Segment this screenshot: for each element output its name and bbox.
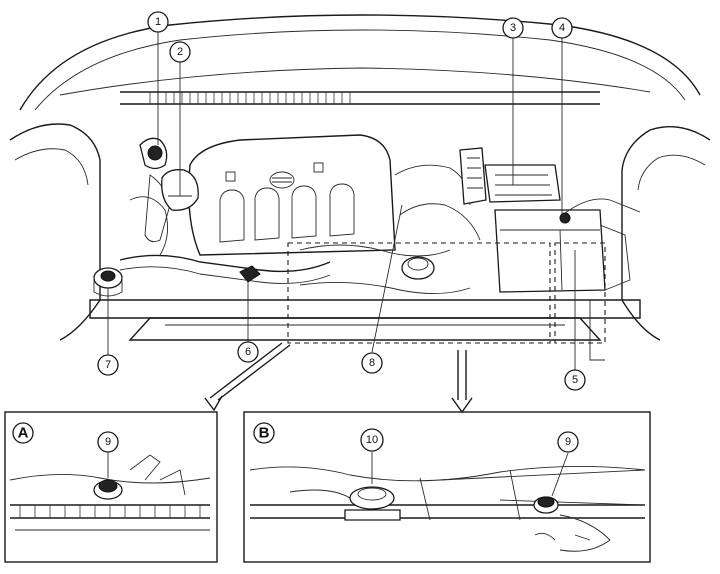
- battery: [494, 198, 641, 293]
- inset-a: A 9: [4, 411, 218, 563]
- callout-6: 6: [237, 341, 259, 363]
- callout-4-label: 4: [559, 22, 565, 34]
- air-cleaner-box: [459, 147, 561, 205]
- inset-b-letter: B: [259, 425, 270, 442]
- washer-reservoir-cap: [93, 267, 123, 297]
- callout-2-label: 2: [177, 46, 183, 58]
- callout-9a-label: 9: [105, 436, 111, 448]
- detail-region-b: [554, 242, 606, 344]
- callout-2: 2: [169, 41, 191, 63]
- arrow-to-inset-b: [451, 350, 473, 414]
- inset-a-letter: A: [18, 425, 29, 442]
- radiator-cap-main: [401, 256, 435, 280]
- callout-3: 3: [502, 17, 524, 39]
- detail-region-a: [287, 242, 551, 344]
- intake-pipes: [119, 164, 481, 295]
- callout-5: 5: [564, 369, 586, 391]
- callout-7: 7: [97, 354, 119, 376]
- callout-1: 1: [147, 11, 169, 33]
- callout-6-label: 6: [245, 346, 251, 358]
- engine-cover: [188, 134, 396, 256]
- callout-1-label: 1: [155, 16, 161, 28]
- oil-filler-cap: [239, 265, 261, 283]
- arrow-to-inset-a: [204, 342, 291, 412]
- callout-9b-label: 9: [565, 436, 571, 448]
- callout-7-label: 7: [105, 359, 111, 371]
- engine-bay-outline: [9, 14, 711, 341]
- brake-reservoir: [139, 137, 171, 243]
- right-bracket: [589, 224, 631, 361]
- leader-lines: [107, 32, 576, 370]
- callout-10-label: 10: [366, 434, 378, 446]
- callout-8-label: 8: [369, 357, 375, 369]
- callout-4: 4: [551, 17, 573, 39]
- callout-5-label: 5: [572, 374, 578, 386]
- inset-b: B 10 9: [243, 411, 651, 563]
- callout-8: 8: [361, 352, 383, 374]
- callout-3-label: 3: [510, 22, 516, 34]
